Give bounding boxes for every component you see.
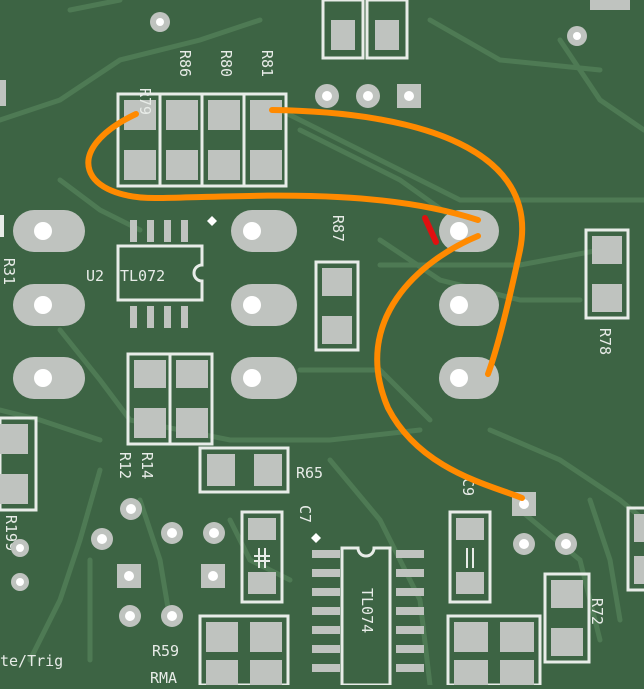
label-r59: R59 [152, 642, 179, 660]
resistor-r87 [314, 260, 360, 352]
label-r87: R87 [329, 215, 347, 242]
left-edge-parts [0, 80, 38, 591]
label-r80: R80 [217, 50, 235, 77]
top-resistor-pads [150, 0, 630, 60]
resistor-r72 [543, 572, 591, 664]
label-r81: R81 [258, 50, 276, 77]
ratsnest-lines[interactable] [85, 107, 525, 501]
label-r12: R12 [116, 452, 134, 479]
resistor-r78 [584, 228, 630, 320]
ratsnest-r81-to-pad [269, 107, 525, 377]
ratsnest-pad-to-c9 [374, 233, 525, 501]
label-r72: R72 [588, 598, 606, 625]
label-rma: RMA [150, 669, 177, 685]
label-r86: R86 [176, 50, 194, 77]
label-tl074: TL074 [358, 588, 376, 633]
drc-error-marker[interactable] [422, 215, 439, 245]
label-gate-trig: te/Trig [0, 652, 63, 670]
u2-value-label: TL072 [120, 267, 165, 285]
bottom-smd-pads [198, 614, 542, 687]
tl074-ic [311, 533, 424, 687]
resistor-r65 [198, 446, 290, 494]
header-pins [315, 84, 421, 108]
u2-ic [116, 216, 217, 328]
ratsnest-r79-to-pad [85, 111, 481, 223]
capacitor-c7 [240, 510, 284, 604]
resistor-pair-r14-r12 [126, 352, 214, 446]
right-pads [512, 492, 644, 592]
tht-pads-bottom-left [91, 498, 225, 627]
label-r14: R14 [138, 452, 156, 479]
label-r78: R78 [596, 328, 614, 355]
label-c7: C7 [296, 505, 314, 523]
resistor-array-r79-r81 [116, 92, 288, 188]
label-r65: R65 [296, 464, 323, 482]
oval-pads [13, 210, 499, 399]
label-u2: U2 [86, 267, 104, 285]
capacitor-c9 [448, 510, 492, 604]
label-r31: R31 [0, 258, 18, 285]
label-r79: R79 [136, 88, 154, 115]
